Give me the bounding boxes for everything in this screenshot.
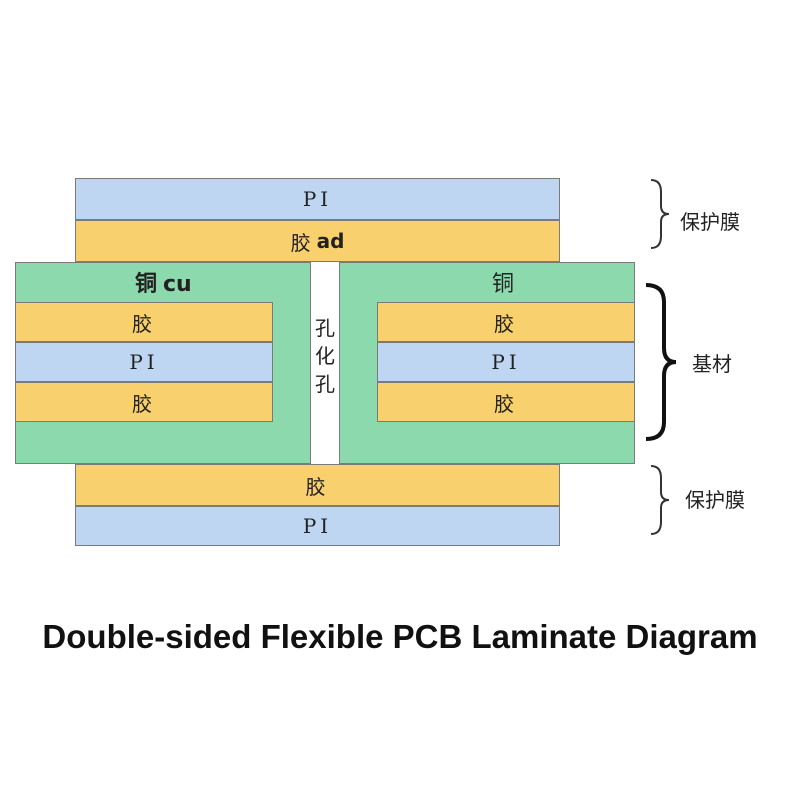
bottom-cover-brace [650,465,670,535]
right-inner-glue-top: 胶 [377,302,635,342]
top-cover-pi-label: PI [302,187,333,211]
left-inner-glue-top: 胶 [15,302,273,342]
top-cover-glue-label: 胶 [290,230,315,255]
left-inner-glue-bottom: 胶 [15,382,273,422]
right-inner-glue-bottom: 胶 [377,382,635,422]
top-cover-pi-layer: PI [75,178,560,220]
core-brace [645,283,677,441]
bottom-cover-pi-layer: PI [75,506,560,546]
diagram-title: Double-sided Flexible PCB Laminate Diagr… [42,618,758,655]
hole-char: 化 [315,344,335,368]
top-cover-brace-label: 保护膜 [680,210,740,234]
hole-char: 孔 [315,372,335,396]
right-inner-pi: PI [377,342,635,382]
bottom-cover-brace-label: 保护膜 [685,488,745,512]
hole-char: 孔 [315,316,335,340]
top-cover-brace [650,179,670,249]
left-inner-pi: PI [15,342,273,382]
hole-label: 孔 化 孔 [310,314,340,398]
plated-through-hole [310,262,340,464]
right-copper-label: 铜 [492,272,515,297]
bottom-cover-glue-label: 胶 [305,474,330,499]
bottom-cover-pi-label: PI [302,514,333,538]
top-cover-glue-suffix: ad [316,229,345,253]
core-brace-label: 基材 [692,352,732,376]
bottom-cover-glue-layer: 胶 [75,464,560,506]
